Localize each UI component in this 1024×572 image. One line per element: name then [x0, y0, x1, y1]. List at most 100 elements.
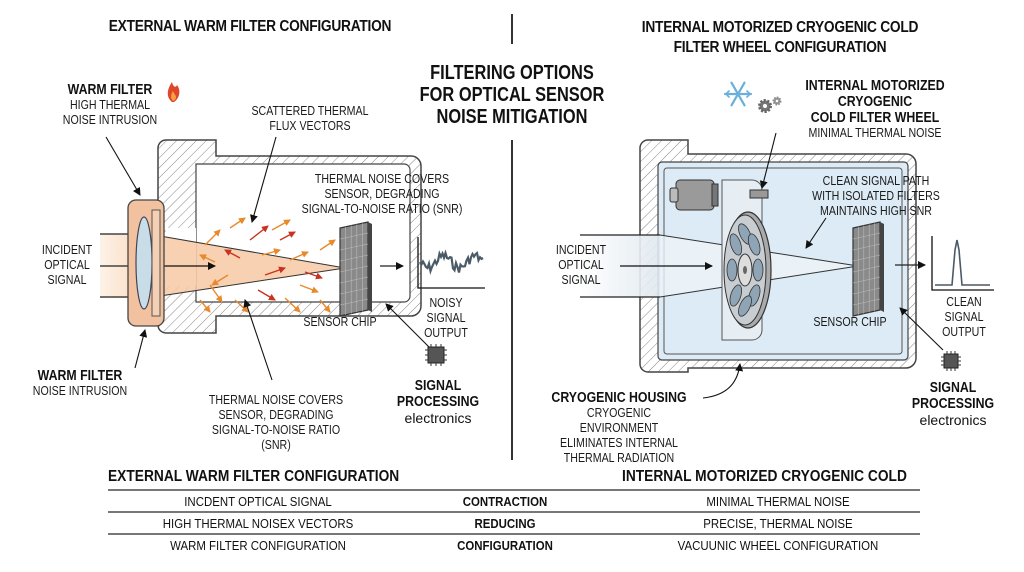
thermal-flux-arrows	[199, 217, 336, 313]
thermal-flux-arrow	[229, 217, 246, 229]
noisy-output-label: NOISY SIGNAL OUTPUT	[410, 296, 482, 341]
right-incident-label: INCIDENT OPTICAL SIGNAL	[536, 243, 626, 288]
thermal-flux-arrow	[209, 284, 223, 303]
thermal-noise-top-label: THERMAL NOISE COVERS SENSOR, DEGRADING S…	[282, 172, 482, 217]
right-callouts	[702, 132, 944, 399]
table-header-left: EXTERNAL WARM FILTER CONFIGURATION	[108, 468, 400, 485]
noisy-line2: SIGNAL	[426, 311, 466, 325]
tn-top-line1: THERMAL NOISE COVERS	[314, 172, 450, 186]
title-line1: FILTERING OPTIONS	[430, 62, 594, 84]
right-sensor-chip-label: SENSOR CHIP	[813, 315, 887, 329]
r-proc-line2: PROCESSING	[911, 396, 995, 412]
clean-line3: MAINTAINS HIGH SNR	[820, 204, 932, 218]
thermal-flux-arrow	[271, 219, 291, 231]
incident-line2: OPTICAL	[44, 258, 90, 272]
flux-line2: FLUX VECTORS	[269, 119, 351, 133]
clean-out-line2: SIGNAL	[944, 310, 984, 324]
thermal-flux-arrow	[199, 299, 211, 313]
proc-line3: electronics	[404, 410, 472, 426]
proc-line2: PROCESSING	[396, 394, 480, 410]
warm-filter-bottom-title: WARM FILTER	[37, 368, 123, 384]
thermal-flux-arrow	[304, 271, 323, 280]
thermal-flux-arrow	[234, 299, 249, 313]
title-line2: FOR OPTICAL SENSOR	[419, 84, 605, 106]
thermal-flux-arrow	[319, 239, 336, 251]
incident-line1: INCIDENT	[41, 243, 93, 257]
housing-title: CRYOGENIC HOUSING	[551, 390, 687, 406]
table-cell-middle: CONFIGURATION	[457, 538, 553, 553]
right-heading-line1: INTERNAL MOTORIZED CRYOGENIC COLD	[641, 19, 919, 36]
housing-line1: CRYOGENIC ENVIRONMENT	[579, 406, 659, 435]
filter-slot	[729, 233, 743, 256]
title-line3: NOISE MITIGATION	[436, 106, 588, 128]
thermal-flux-arrow	[249, 225, 269, 241]
thermal-flux-arrow	[284, 297, 301, 313]
chip-icon	[425, 344, 447, 366]
table-cell-middle: REDUCING	[474, 516, 536, 531]
table-cell-right: PRECISE, THERMAL NOISE	[703, 516, 853, 531]
table-cell-left: INCDENT OPTICAL SIGNAL	[184, 494, 332, 509]
r-incident-line1: INCIDENT	[555, 243, 607, 257]
housing-line2: ELIMINATES INTERNAL	[560, 436, 678, 450]
warm-filter-title: WARM FILTER	[67, 82, 153, 98]
noisy-line1: NOISY	[429, 296, 463, 310]
clean-line2: WITH ISOLATED FILTERS	[812, 189, 940, 203]
r-incident-line3: SIGNAL	[561, 273, 601, 287]
cryogenic-housing-label: CRYOGENIC HOUSING CRYOGENIC ENVIRONMENT …	[534, 390, 704, 466]
table-cell-middle: CONTRACTION	[462, 494, 548, 509]
filter-wheel-label: INTERNAL MOTORIZED CRYOGENIC COLD FILTER…	[750, 78, 1000, 141]
tn-bottom-line3: SIGNAL-TO-NOISE RATIO	[211, 423, 341, 437]
filter-wheel-assembly	[669, 179, 772, 341]
left-housing	[157, 139, 422, 334]
clean-out-line3: OUTPUT	[942, 325, 986, 339]
right-signal-processing-label: SIGNAL PROCESSING electronics	[903, 380, 1003, 428]
flame-icon	[167, 82, 180, 102]
snowflake-icon	[723, 81, 753, 107]
warm-filter-bottom-sub: NOISE INTRUSION	[32, 384, 128, 398]
warm-filter-sub2: NOISE INTRUSION	[62, 113, 158, 127]
proc-line1: SIGNAL	[414, 378, 462, 394]
page-title: FILTERING OPTIONS FOR OPTICAL SENSOR NOI…	[414, 62, 611, 128]
panel-divider-top	[511, 14, 513, 44]
housing-line3: THERMAL RADIATION	[563, 451, 675, 465]
thermal-flux-arrow	[211, 274, 229, 286]
clean-out-line1: CLEAN	[946, 295, 982, 309]
left-signal-processing-label: SIGNAL PROCESSING electronics	[388, 378, 488, 426]
right-sensor-chip	[852, 221, 884, 317]
left-panel-heading: EXTERNAL WARM FILTER CONFIGURATION	[108, 18, 392, 35]
left-incident-label: INCIDENT OPTICAL SIGNAL	[22, 243, 112, 288]
thermal-flux-arrow	[299, 284, 319, 294]
noisy-line3: OUTPUT	[424, 326, 468, 340]
tn-top-line2: SENSOR, DEGRADING	[324, 187, 440, 201]
thermal-flux-arrow	[204, 229, 221, 246]
tn-bottom-line2: SENSOR, DEGRADING	[218, 408, 334, 422]
warm-filter-top-label: WARM FILTER HIGH THERMAL NOISE INTRUSION	[50, 82, 170, 128]
tn-bottom-line1: THERMAL NOISE COVERS	[208, 393, 344, 407]
thermal-flux-arrow	[199, 254, 216, 263]
filter-slot	[738, 295, 752, 317]
table-cell-left: WARM FILTER CONFIGURATION	[170, 538, 346, 553]
filter-slot	[729, 284, 743, 307]
left-sensor-chip-label: SENSOR CHIP	[303, 315, 377, 329]
right-heading-line2: FILTER WHEEL CONFIGURATION	[673, 39, 887, 56]
table-header-right: INTERNAL MOTORIZED CRYOGENIC COLD	[622, 468, 907, 485]
tn-bottom-line4: (SNR)	[261, 438, 291, 452]
table-divider	[108, 489, 920, 491]
r-proc-line3: electronics	[919, 412, 987, 428]
thermal-flux-arrow	[279, 231, 296, 241]
incident-line3: SIGNAL	[47, 273, 87, 287]
wheel-subtitle: MINIMAL THERMAL NOISE	[808, 126, 942, 140]
scattered-flux-label: SCATTERED THERMAL FLUX VECTORS	[230, 104, 390, 134]
tn-top-line3: SIGNAL-TO-NOISE RATIO (SNR)	[301, 202, 463, 216]
warm-filter	[127, 199, 165, 327]
thermal-noise-bottom-label: THERMAL NOISE COVERS SENSOR, DEGRADING S…	[196, 393, 356, 453]
warm-filter-bottom-label: WARM FILTER NOISE INTRUSION	[20, 368, 140, 399]
clean-output-label: CLEAN SIGNAL OUTPUT	[928, 295, 1000, 340]
wheel-line1: INTERNAL MOTORIZED CRYOGENIC	[805, 78, 945, 110]
chip-icon	[941, 351, 961, 371]
table-cell-left: HIGH THERMAL NOISEX VECTORS	[162, 516, 354, 531]
noisy-signal-plot	[417, 237, 485, 289]
clean-path-label: CLEAN SIGNAL PATH WITH ISOLATED FILTERS …	[796, 174, 956, 219]
thermal-flux-arrow	[264, 266, 286, 276]
